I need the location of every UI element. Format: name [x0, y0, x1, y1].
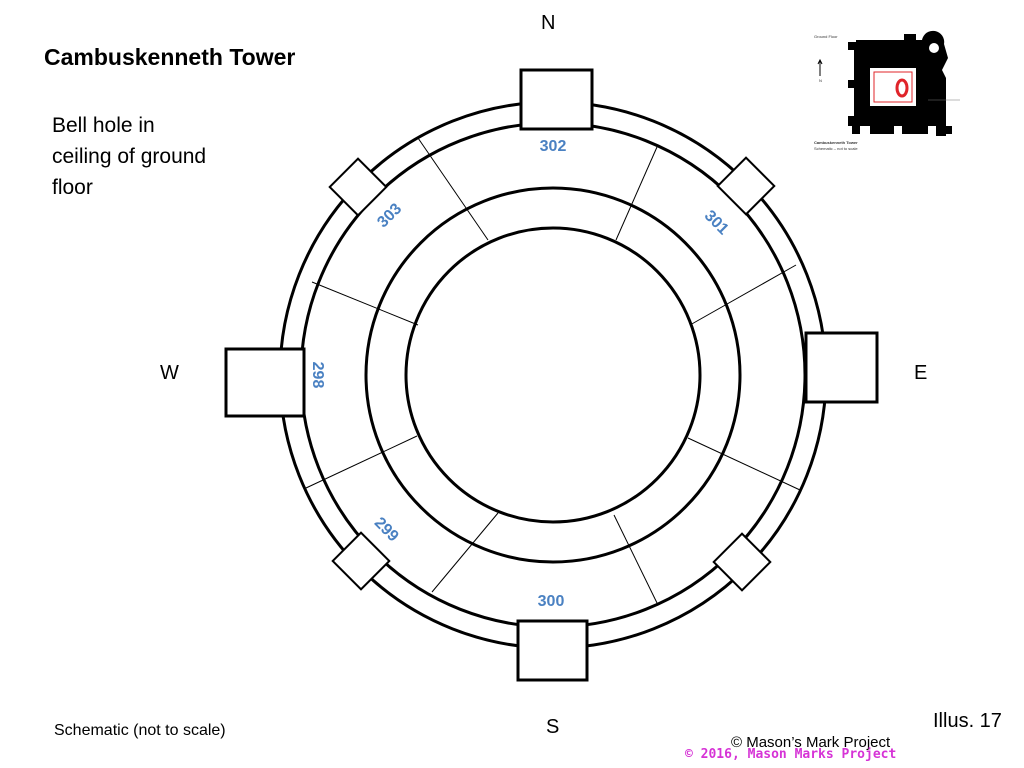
- bell-hole-ring: [404, 226, 702, 524]
- buttress-northwest: [328, 157, 388, 217]
- plan-stair-icon: [929, 43, 939, 53]
- buttress-west: [224, 347, 306, 418]
- division-line: [613, 514, 659, 606]
- buttress-north: [519, 68, 594, 131]
- mark-label-302: 302: [540, 138, 567, 155]
- buttress-southwest: [331, 531, 391, 591]
- inset-plan-subcaption: Schematic – not to scale: [814, 146, 858, 151]
- division-line: [417, 137, 489, 241]
- page-title: Cambuskenneth Tower: [44, 44, 296, 70]
- north-arrow-icon: [817, 58, 823, 76]
- division-line: [305, 435, 418, 489]
- schematic-note: Schematic (not to scale): [54, 722, 226, 739]
- division-line: [615, 146, 658, 241]
- compass-west-label: W: [160, 362, 179, 384]
- division-line: [311, 281, 419, 326]
- buttress-east: [804, 331, 879, 404]
- ground-floor-inset-plan: Ground Floor N Cambuskenneth Tower Schem…: [814, 30, 960, 151]
- inset-north-label: N: [819, 78, 822, 83]
- diagram-subtitle: Bell hole in ceiling of ground floor: [52, 114, 207, 199]
- middle-ring: [364, 186, 742, 564]
- mark-label-303: 303: [374, 200, 405, 231]
- division-line: [687, 437, 801, 491]
- division-lines: [305, 137, 801, 606]
- inset-plan-header: Ground Floor: [814, 34, 838, 39]
- mark-label-298: 298: [309, 362, 326, 389]
- copyright-watermark: © 2016, Mason Marks Project: [685, 747, 897, 762]
- illustration-number: Illus. 17: [933, 710, 1002, 732]
- compass-east-label: E: [914, 362, 928, 384]
- division-line: [689, 264, 797, 326]
- mark-label-301: 301: [701, 207, 732, 238]
- buttress-northeast: [716, 156, 776, 216]
- copyright-credit: © Mason’s Mark Project: [731, 734, 891, 751]
- compass-south-label: S: [546, 716, 560, 738]
- inset-plan-caption: Cambuskenneth Tower: [814, 140, 858, 145]
- buttress-south: [516, 619, 589, 682]
- buttress-southeast: [712, 532, 772, 592]
- mark-label-300: 300: [538, 593, 565, 610]
- mark-label-299: 299: [371, 514, 402, 545]
- compass-north-label: N: [541, 12, 556, 34]
- bell-hole-marker-icon: [895, 78, 909, 98]
- division-line: [431, 512, 499, 593]
